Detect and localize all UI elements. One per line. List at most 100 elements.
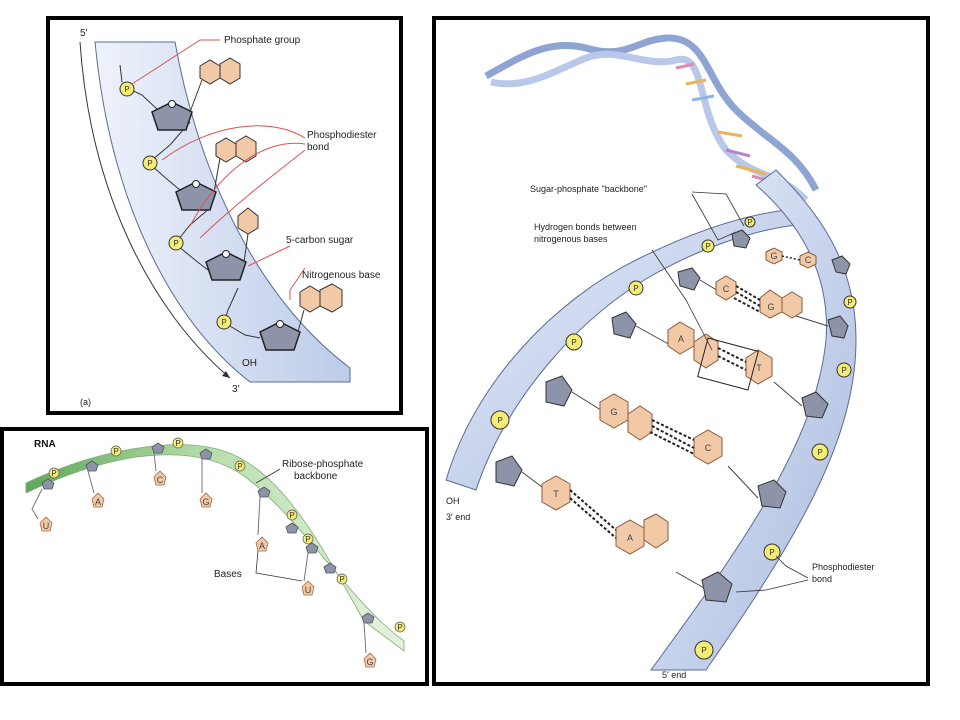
- backbone-label: Sugar-phosphate "backbone": [530, 184, 647, 194]
- svg-text:P: P: [237, 462, 242, 471]
- nitrogenous-base-label: Nitrogenous base: [302, 270, 381, 281]
- phosphodiester-label-2: bond: [307, 142, 329, 153]
- base-pair-left: [541, 475, 571, 511]
- svg-text:P: P: [701, 646, 706, 655]
- base-letter: C: [723, 284, 730, 294]
- phosphate-group: P: [701, 239, 715, 253]
- sugar: [701, 571, 733, 603]
- svg-text:P: P: [841, 366, 846, 375]
- phosphate-group: P: [836, 362, 852, 378]
- rna-base: C: [157, 475, 164, 485]
- phosphate-group-label: Phosphate group: [224, 35, 301, 46]
- phosphodiester-label: Phosphodiester: [307, 130, 377, 141]
- base-letter: G: [610, 407, 617, 417]
- ribose-backbone-label: Ribose-phosphate: [282, 459, 364, 470]
- base-pair-right: [745, 349, 773, 385]
- phosphate-group: P: [168, 235, 184, 251]
- sugar: [205, 251, 247, 281]
- sugar: [677, 267, 701, 291]
- sugar: [259, 321, 301, 351]
- rna-base: U: [43, 521, 50, 531]
- rna-base: G: [202, 497, 209, 507]
- helix-far-strand: [484, 34, 820, 192]
- backbone-lines: [119, 64, 261, 339]
- direction-arrow: [79, 41, 231, 379]
- nitrogenous-base: [235, 135, 257, 163]
- base-letter: C: [705, 443, 712, 453]
- nitrogenous-base: [299, 285, 321, 313]
- phosphate-group: P: [216, 314, 232, 330]
- sugar: [151, 101, 193, 131]
- svg-text:P: P: [817, 448, 822, 457]
- rna-base: A: [95, 497, 101, 507]
- base-letter: A: [627, 533, 633, 543]
- svg-text:P: P: [339, 575, 344, 584]
- sugar: [831, 255, 851, 275]
- svg-text:P: P: [847, 298, 852, 307]
- hbond-label-2: nitrogenous bases: [534, 234, 608, 244]
- dna-panel: P P P P P P P P P P G C: [432, 16, 930, 686]
- phosphodiester-label: Phosphodiester: [812, 562, 875, 572]
- oh-label: OH: [446, 496, 460, 506]
- five-prime-label: 5′: [80, 28, 88, 39]
- phosphate-group: P: [490, 410, 510, 430]
- direction-arrowhead: [222, 371, 230, 378]
- oh-label: OH: [242, 358, 257, 369]
- carbon-sugar-label: 5-carbon sugar: [286, 235, 354, 246]
- single-strand-diagram: 5′ 3′ (a) OH: [79, 28, 381, 407]
- nitrogenous-base: [215, 137, 237, 163]
- sugar: [731, 229, 751, 249]
- three-prime-end-label: 3′ end: [446, 512, 470, 522]
- svg-text:P: P: [769, 548, 774, 557]
- sugar: [611, 311, 637, 339]
- rna-ribbon: [25, 444, 405, 652]
- nitrogenous-base: [319, 283, 343, 313]
- phosphate-group: P: [119, 81, 135, 97]
- nitrogenous-base: [219, 57, 241, 85]
- phosphate-group: P: [843, 295, 857, 309]
- rna-base: G: [366, 657, 373, 667]
- single-strand-panel: 5′ 3′ (a) OH: [46, 16, 403, 415]
- rna-title: RNA: [34, 439, 56, 450]
- base-pair-right: [693, 429, 723, 465]
- svg-text:P: P: [124, 85, 129, 94]
- phosphodiester-label-2: bond: [812, 574, 832, 584]
- svg-text:P: P: [705, 242, 710, 251]
- nitrogenous-base: [237, 207, 259, 235]
- svg-text:P: P: [633, 284, 638, 293]
- base-letter: G: [770, 251, 777, 261]
- sugar: [801, 391, 829, 419]
- bases-label: Bases: [214, 569, 242, 580]
- rna-panel: RNA P P P P P P P: [0, 427, 429, 686]
- rna-base: U: [305, 585, 312, 595]
- base-letter: G: [767, 302, 774, 312]
- base-letter: T: [756, 363, 762, 373]
- svg-text:P: P: [147, 159, 152, 168]
- svg-text:P: P: [571, 338, 576, 347]
- svg-text:P: P: [497, 416, 502, 425]
- rna-diagram: RNA P P P P P P P: [25, 437, 406, 668]
- ribose-backbone-label-2: backbone: [294, 471, 338, 482]
- phosphate-group: P: [744, 216, 756, 228]
- phosphate-group: P: [694, 640, 714, 660]
- left-strand: [445, 209, 797, 491]
- svg-text:P: P: [51, 469, 56, 478]
- base-pair-right: [615, 519, 645, 555]
- svg-text:P: P: [305, 535, 310, 544]
- phosphate-group: P: [565, 333, 583, 351]
- base-pair-left: [715, 275, 737, 301]
- helix-far-strand-2: [490, 50, 809, 203]
- svg-text:P: P: [747, 218, 752, 227]
- panel-letter: (a): [80, 397, 91, 407]
- svg-text:P: P: [397, 623, 402, 632]
- base-letter: A: [678, 334, 684, 344]
- phosphate-group: P: [811, 443, 829, 461]
- phosphate-group: P: [142, 155, 158, 171]
- base-letter: T: [553, 489, 559, 499]
- svg-text:P: P: [173, 239, 178, 248]
- phosphate-group: P: [628, 280, 644, 296]
- dna-diagram: P P P P P P P P P P G C: [445, 34, 875, 680]
- hbond-label: Hydrogen bonds between: [534, 222, 637, 232]
- rna-base: A: [259, 541, 265, 551]
- svg-text:P: P: [221, 318, 226, 327]
